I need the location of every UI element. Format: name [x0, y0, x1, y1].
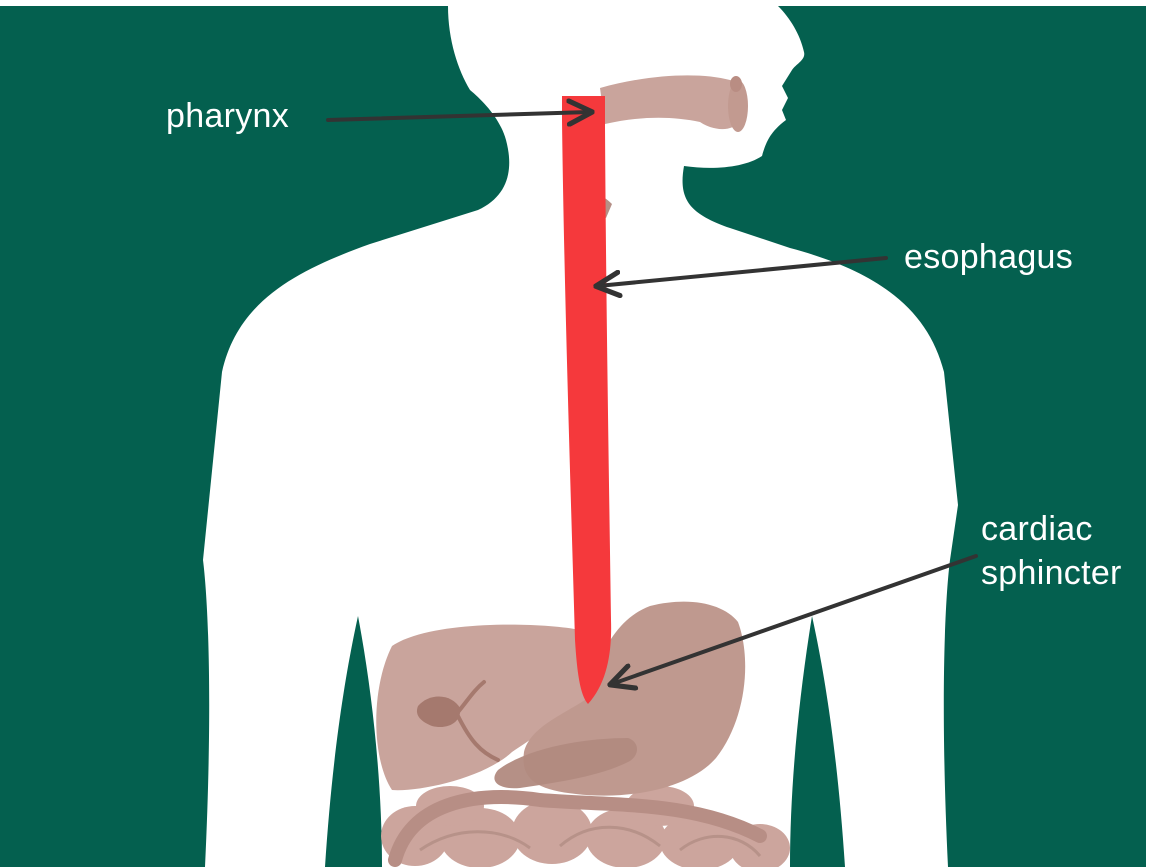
pharynx-label: pharynx — [166, 95, 289, 139]
cardiac-sphincter-label-line2: sphincter — [981, 552, 1122, 596]
cardiac-sphincter-label: cardiac sphincter — [981, 508, 1122, 595]
uvula-shape — [730, 76, 742, 92]
esophagus-label: esophagus — [904, 236, 1073, 280]
cardiac-sphincter-label-line1: cardiac — [981, 508, 1122, 552]
